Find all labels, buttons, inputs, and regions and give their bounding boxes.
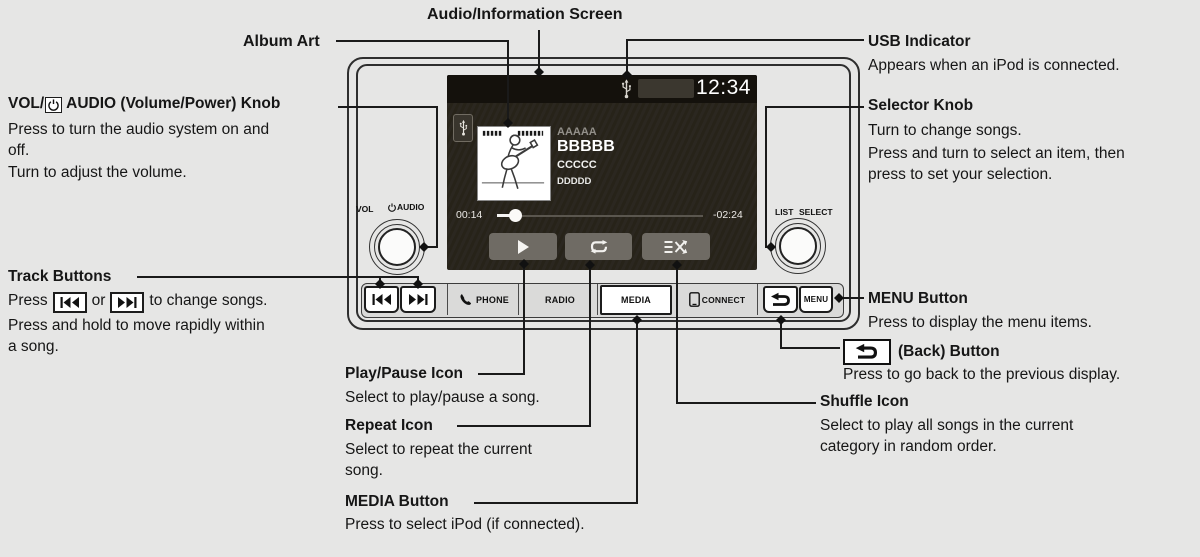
callout-album-art-title: Album Art [243, 33, 320, 50]
callout-repeat-text: song. [345, 462, 383, 479]
usb-source-badge [453, 114, 473, 142]
repeat-icon [590, 239, 607, 254]
callout-audio-screen-title: Audio/Information Screen [427, 6, 623, 23]
callout-vol-knob-title: VOL/AUDIO (Volume/Power) Knob [8, 95, 281, 113]
phone-button-label: PHONE [475, 294, 509, 305]
play-icon [517, 239, 529, 254]
callout-back-title: (Back) Button [843, 339, 1000, 365]
usb-icon [621, 79, 631, 99]
callout-selector-text: press to set your selection. [868, 166, 1053, 183]
callout-shuffle-text: category in random order. [820, 438, 997, 455]
callout-menu-title: MENU Button [868, 290, 968, 307]
back-arrow-icon [770, 292, 790, 306]
callout-vol-knob-text: off. [8, 142, 30, 159]
callout-usb-title: USB Indicator [868, 33, 971, 50]
callout-repeat-title: Repeat Icon [345, 417, 433, 434]
power-audio-label: AUDIO [388, 202, 424, 212]
next-track-icon [118, 297, 137, 308]
previous-track-button[interactable] [364, 286, 399, 313]
phone-button[interactable]: PHONE [452, 283, 516, 316]
select-label: SELECT [799, 207, 833, 217]
media-button[interactable]: MEDIA [600, 285, 672, 315]
callout-track-buttons-title: Track Buttons [8, 268, 112, 285]
back-button[interactable] [763, 286, 798, 313]
vol-label: VOL [356, 204, 374, 214]
callout-shuffle-title: Shuffle Icon [820, 393, 909, 410]
callout-shuffle-text: Select to play all songs in the current [820, 417, 1074, 434]
volume-knob-cap[interactable] [378, 228, 416, 266]
strip-divider [518, 284, 519, 315]
shuffle-button[interactable] [642, 233, 710, 260]
callout-vol-knob-text: Press to turn the audio system on and [8, 121, 270, 138]
song-meta-3: CCCCC [557, 159, 597, 171]
next-track-button[interactable] [400, 286, 436, 313]
progress-handle[interactable] [509, 209, 522, 222]
callout-media-title: MEDIA Button [345, 493, 449, 510]
callout-track-buttons-text: Press and hold to move rapidly within [8, 317, 265, 334]
clock: 12:34 [695, 76, 751, 99]
callout-track-buttons-text: a song. [8, 338, 59, 355]
song-meta-1: AAAAA [557, 126, 597, 138]
menu-button-label: MENU [803, 295, 829, 304]
list-label: LIST [775, 207, 794, 217]
progress-fill [497, 214, 517, 217]
audio-information-screen[interactable]: 12:34 [447, 75, 757, 270]
album-art [477, 126, 551, 201]
song-title: BBBBB [557, 138, 615, 155]
callout-selector-text: Turn to change songs. [868, 122, 1022, 139]
shuffle-icon [664, 239, 688, 254]
song-meta-4: DDDDD [557, 176, 592, 187]
elapsed-time: 00:14 [456, 209, 483, 221]
selector-knob-cap[interactable] [779, 227, 817, 265]
strip-divider [676, 284, 677, 315]
strip-divider [597, 284, 598, 315]
progress-track[interactable] [497, 215, 703, 217]
next-track-icon [409, 294, 428, 305]
callout-line-media [474, 322, 638, 504]
menu-button[interactable]: MENU [799, 286, 833, 313]
callout-play-text: Select to play/pause a song. [345, 389, 540, 406]
callout-menu-text: Press to display the menu items. [868, 314, 1092, 331]
radio-button-label: RADIO [545, 294, 575, 305]
connect-button[interactable]: CONNECT [680, 283, 754, 316]
status-area [638, 79, 694, 98]
power-icon [48, 99, 59, 111]
callout-selector-title: Selector Knob [868, 97, 974, 114]
previous-track-icon [372, 294, 391, 305]
repeat-button[interactable] [565, 233, 632, 260]
callout-usb-text: Appears when an iPod is connected. [868, 57, 1120, 74]
back-arrow-icon [855, 343, 878, 359]
strip-divider [447, 284, 448, 315]
callout-back-text: Press to go back to the previous display… [843, 366, 1121, 383]
media-button-label: MEDIA [621, 295, 651, 305]
callout-play-title: Play/Pause Icon [345, 365, 464, 382]
callout-repeat-text: Select to repeat the current [345, 441, 532, 458]
play-pause-button[interactable] [489, 233, 557, 260]
connect-button-label: CONNECT [701, 294, 746, 305]
callout-selector-text: Press and turn to select an item, then [868, 145, 1125, 162]
remaining-time: -02:24 [713, 209, 743, 221]
radio-button[interactable]: RADIO [523, 283, 597, 316]
callout-media-text: Press to select iPod (if connected). [345, 516, 585, 533]
usb-icon [459, 119, 467, 136]
callout-vol-knob-text: Turn to adjust the volume. [8, 164, 187, 181]
power-icon [388, 202, 396, 212]
album-art-guitarist [481, 130, 545, 189]
phone-handset-icon [460, 294, 472, 305]
previous-track-icon [60, 297, 79, 308]
strip-divider [757, 284, 758, 315]
smartphone-icon [688, 292, 700, 307]
